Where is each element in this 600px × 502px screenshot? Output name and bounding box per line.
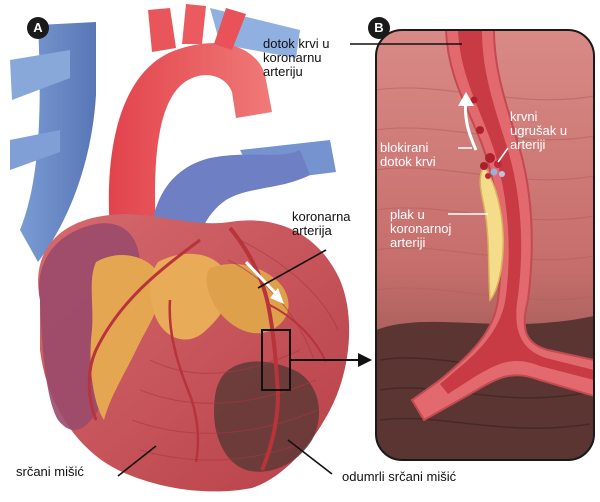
artery-lumen (440, 30, 594, 394)
artery-closeup-panel (375, 29, 595, 461)
label-inflow: dotok krvi u koronarnu arteriju (263, 36, 330, 79)
label-plaque: plak u koronarnoj arteriji (390, 207, 452, 250)
heart-flow-arrow (244, 260, 282, 300)
heart-flow-arrowhead (270, 288, 284, 304)
leader-coronary (257, 249, 327, 289)
aorta (108, 43, 272, 231)
pulmonary-veins (10, 50, 70, 100)
coronary-artery-branch-mid (168, 299, 200, 463)
fat-deposit-left (90, 254, 162, 420)
label-blocked-flow: blokirani dotok krvi (380, 140, 436, 169)
leader-lines (117, 43, 462, 477)
zoom-connector-arrowhead (358, 353, 372, 367)
coronary-artery-branch-small (267, 303, 327, 363)
muscle-striations (131, 239, 339, 461)
fat-deposit-right (206, 264, 289, 334)
label-heart-muscle: srčani mišić (16, 464, 84, 479)
panel-a-badge: A (27, 17, 49, 39)
label-blood-clot: krvni ugrušak u arteriji (510, 109, 568, 152)
panel-b-badge: B (368, 17, 390, 39)
aortic-branch-1 (148, 8, 176, 52)
leader-lines-white (448, 147, 509, 215)
label-dead-muscle: odumrli srčani mišić (342, 469, 457, 484)
aortic-branch-2 (182, 4, 206, 44)
heart-figure (10, 4, 350, 492)
label-coronary-artery: koronarna arterija (292, 209, 351, 238)
leader-heart-muscle (117, 445, 157, 477)
pulmonary-veins-lower (10, 130, 60, 170)
blood-clot (470, 96, 505, 179)
plaque-deposit (479, 164, 504, 302)
leader-dead-muscle (287, 439, 333, 475)
aortic-branch-3 (214, 8, 246, 50)
coronary-artery-main (228, 226, 281, 471)
leader-clot (497, 147, 509, 163)
coronary-artery-branch-left (87, 238, 201, 421)
blocked-flow-arrowhead (458, 92, 474, 106)
